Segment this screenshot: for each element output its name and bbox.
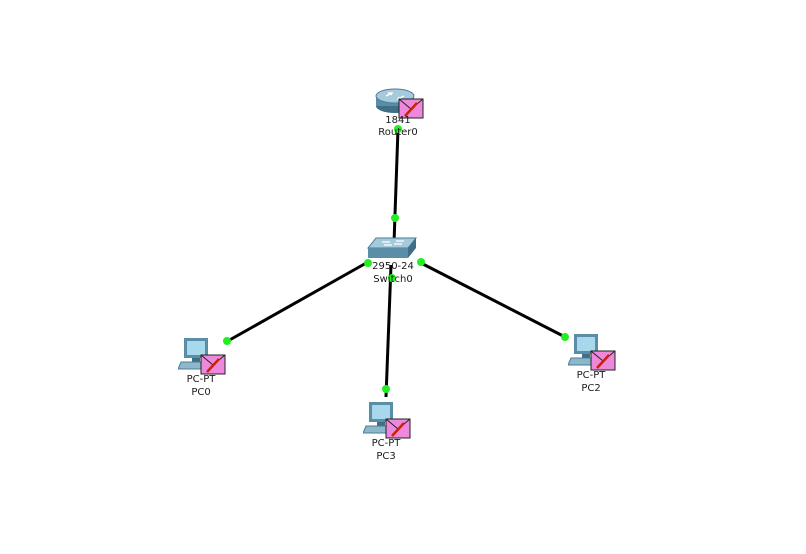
device-pc0[interactable] <box>178 336 226 375</box>
device-name-label: PC3 <box>376 451 396 462</box>
device-model-label: PC-PT <box>576 370 606 381</box>
port-light-switch0-pc3 <box>388 274 396 282</box>
link-switch0-pc0[interactable] <box>225 260 369 344</box>
pdu-envelope-icon <box>398 98 424 119</box>
port-light-pc2 <box>561 333 569 341</box>
pdu-envelope-icon <box>385 418 411 439</box>
port-light-switch0-pc0 <box>364 259 372 267</box>
switch-icon <box>366 237 418 258</box>
device-name-label: Router0 <box>378 127 418 138</box>
device-name-label: Switch0 <box>373 274 413 285</box>
device-model-label: PC-PT <box>186 374 216 385</box>
device-name-label: PC0 <box>191 387 211 398</box>
pdu-envelope-icon <box>200 354 226 375</box>
device-router0[interactable] <box>374 84 424 124</box>
port-light-pc0 <box>223 337 231 345</box>
pdu-envelope-icon <box>590 350 616 371</box>
device-pc2[interactable] <box>568 332 616 371</box>
link-switch0-pc2[interactable] <box>418 260 568 340</box>
port-light-pc3 <box>382 385 390 393</box>
link-router0-switch0[interactable] <box>392 128 400 244</box>
link-switch0-pc3[interactable] <box>384 264 393 398</box>
device-switch0[interactable] <box>366 235 418 261</box>
device-pc3[interactable] <box>363 400 411 439</box>
port-light-switch0-pc2 <box>417 258 425 266</box>
port-light-router0 <box>394 125 402 133</box>
device-model-label: PC-PT <box>371 438 401 449</box>
port-light-switch0-uplink <box>391 214 399 222</box>
device-name-label: PC2 <box>581 383 601 394</box>
device-model-label: 1841 <box>385 115 411 126</box>
device-model-label: 2950-24 <box>372 261 414 272</box>
